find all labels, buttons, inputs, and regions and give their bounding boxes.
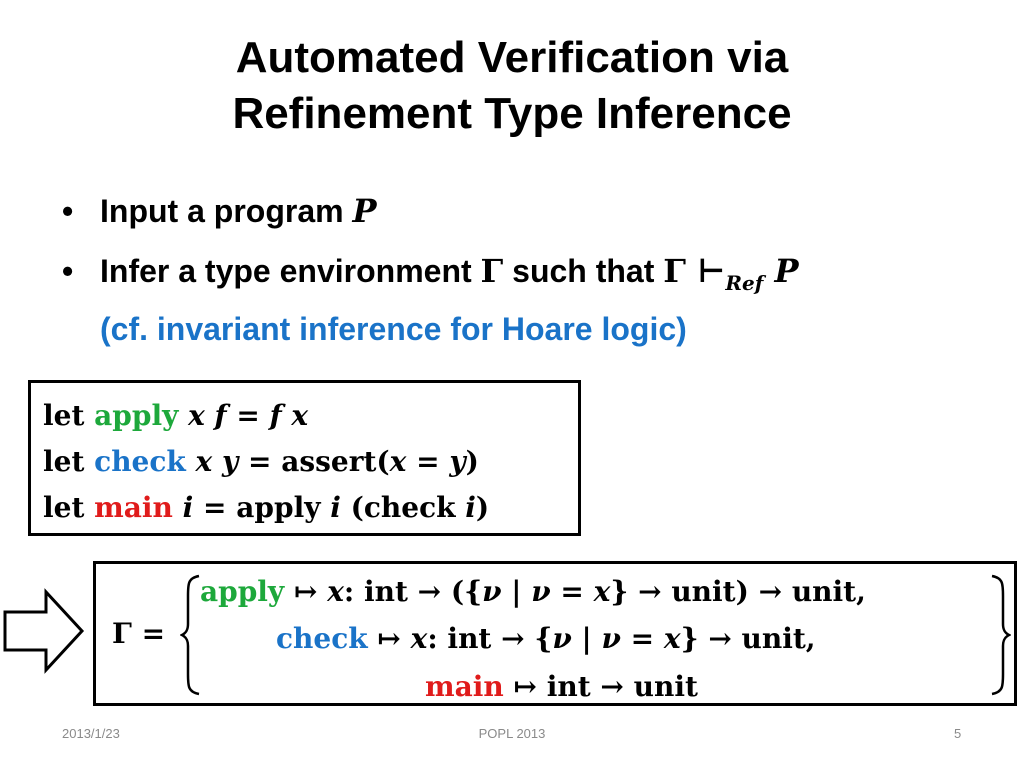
var-x: x — [663, 622, 681, 655]
main-name: main — [94, 491, 173, 524]
apply-eq: = — [236, 399, 270, 432]
var-nu: ν — [482, 575, 502, 608]
bullet-list: • Input a program P • Infer a type envir… — [60, 188, 1000, 366]
bar-symbol: | — [501, 575, 532, 608]
right-brace-icon — [991, 574, 1011, 696]
gamma-check-name: check — [276, 622, 368, 655]
code-line-apply: let apply x f = f x — [43, 393, 566, 439]
main-eq: = — [203, 491, 237, 524]
assert-open: ( — [376, 445, 390, 478]
gamma-main-name: main — [425, 670, 504, 703]
bullet-2-gamma-2: Γ — [663, 252, 686, 290]
code-line-main: let main i = apply i (check i) — [43, 485, 566, 531]
assert-arg: x = y — [389, 445, 466, 478]
var-nu: ν — [552, 622, 572, 655]
eq-symbol: = — [550, 575, 594, 608]
check-name: check — [94, 445, 186, 478]
var-x: x — [410, 622, 428, 655]
type-part: : int → { — [427, 622, 553, 655]
check-eq: = — [248, 445, 282, 478]
bullet-2-program: P — [763, 252, 799, 290]
right-arrow-icon — [3, 588, 85, 674]
mapsto-symbol: ↦ — [284, 575, 328, 608]
bullet-input-program: • Input a program P — [60, 188, 1000, 234]
bullet-marker: • — [62, 193, 74, 229]
main-check-close: ) — [475, 491, 490, 524]
bullet-2-subscript: Ref — [725, 271, 764, 295]
assert-close: ) — [465, 445, 479, 478]
gamma-row-main: main ↦ int → unit — [425, 667, 698, 707]
bar-symbol: | — [571, 622, 602, 655]
program-code-box: let apply x f = f x let check x y = asse… — [28, 380, 581, 536]
left-brace-icon — [180, 574, 200, 696]
gamma-row-apply: apply ↦ x: int → ({ν | ν = x} → unit) → … — [200, 572, 866, 612]
main-check-i: i — [465, 491, 476, 524]
main-check-open: (check — [340, 491, 466, 524]
type-part: : int → ({ — [343, 575, 483, 608]
gamma-row-check: check ↦ x: int → {ν | ν = x} → unit, — [276, 619, 816, 659]
let-keyword: let — [43, 399, 85, 432]
bullet-2-text-1: Infer a type environment — [100, 253, 481, 289]
mapsto-symbol: ↦ — [367, 622, 411, 655]
assert-fn: assert — [281, 445, 377, 478]
apply-args: x f — [178, 399, 237, 432]
var-nu: ν — [601, 622, 621, 655]
let-keyword: let — [43, 445, 85, 478]
bullet-1-text: Input a program — [100, 193, 353, 229]
type-part: } → unit) → unit, — [610, 575, 866, 608]
slide-title: Automated Verification via Refinement Ty… — [0, 30, 1024, 142]
title-line-1: Automated Verification via — [235, 33, 789, 82]
var-nu: ν — [531, 575, 551, 608]
footer-page-number: 5 — [954, 726, 962, 741]
footer-venue: POPL 2013 — [478, 726, 546, 741]
bullet-marker: • — [62, 253, 74, 289]
gamma-lhs: Γ = — [112, 617, 166, 650]
type-part: } → unit, — [680, 622, 816, 655]
code-line-check: let check x y = assert(x = y) — [43, 439, 566, 485]
bullet-2-turnstile: ⊢ — [685, 252, 726, 290]
bullet-1-math: P — [352, 192, 377, 230]
eq-symbol: = — [620, 622, 664, 655]
main-args: i — [172, 491, 204, 524]
apply-rhs: f x — [269, 399, 309, 432]
type-environment-box: Γ = apply ↦ x: int → ({ν | ν = x} → unit… — [93, 561, 1017, 706]
gamma-apply-name: apply — [200, 575, 285, 608]
bullet-2-text-2: such that — [503, 253, 664, 289]
title-line-2: Refinement Type Inference — [232, 89, 792, 138]
main-apply-i: i — [330, 491, 341, 524]
check-args: x y — [185, 445, 249, 478]
bullet-2-gamma: Γ — [480, 252, 504, 290]
main-apply-fn: apply — [236, 491, 331, 524]
footer-date: 2013/1/23 — [62, 726, 120, 741]
apply-name: apply — [94, 399, 179, 432]
let-keyword: let — [43, 491, 85, 524]
var-x: x — [327, 575, 344, 608]
type-part: ↦ int → unit — [503, 670, 698, 703]
bullet-2-note: (cf. invariant inference for Hoare logic… — [100, 311, 687, 347]
var-x: x — [593, 575, 611, 608]
bullet-infer-type-env: • Infer a type environment Γ such that Γ… — [60, 248, 1000, 352]
